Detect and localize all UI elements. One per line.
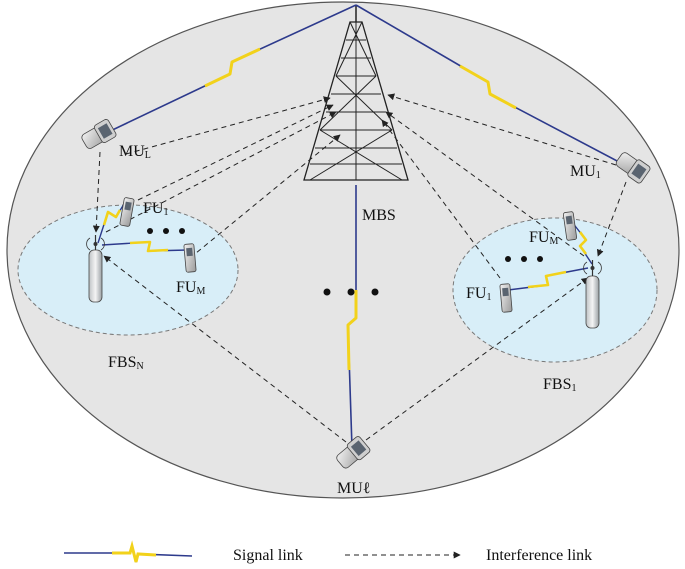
interference-links [92, 93, 627, 443]
mbs-label: MBS [362, 207, 396, 224]
interference-mu1-fbs1 [596, 181, 627, 257]
fbs-1-antenna-icon [583, 260, 602, 329]
interference-mul-fbsn [92, 151, 101, 233]
mu-ell-phone-icon [336, 436, 371, 469]
mu-ell-label: MUℓ [337, 480, 371, 497]
legend: Signal link Interference link [64, 540, 592, 564]
fum-right-phone-icon [562, 211, 578, 241]
legend-signal-swatch [64, 540, 193, 563]
interference-fu1left-mbs [137, 104, 334, 201]
fum-left-phone-icon [183, 243, 197, 273]
fbs-n-label: FBSN [108, 354, 144, 372]
mu-l-phone-icon [81, 119, 117, 149]
interference-fu1right-mbs [381, 119, 501, 279]
ellipsis-dots-left-cell [147, 228, 185, 234]
fu1-left-phone-icon [119, 197, 135, 227]
mu-1-label: MU1 [570, 163, 601, 181]
ellipsis-dots-center [323, 288, 379, 296]
fbs-1-label: FBS1 [543, 376, 576, 394]
fbs-n-antenna-icon [86, 235, 105, 303]
interference-fbsn-mbs [105, 111, 337, 233]
ellipsis-dots-right-cell [505, 256, 543, 262]
fu1-right-phone-icon [499, 283, 513, 313]
legend-interference-label: Interference link [486, 547, 592, 564]
fum-right-label: FUM [529, 229, 558, 247]
interference-muell-fbsn [103, 255, 347, 443]
mu-1-phone-icon [615, 152, 651, 184]
macro-cell-area [6, 1, 680, 499]
fum-left-label: FUM [176, 279, 205, 297]
interference-fbs1-mbs [385, 111, 585, 257]
interference-muell-fbs1 [365, 277, 589, 441]
mu-l-label: MUL [119, 143, 151, 161]
fu1-left-label: FU1 [143, 200, 168, 218]
femto-cell-right [452, 217, 658, 363]
fu1-right-label: FU1 [466, 285, 491, 303]
legend-signal-label: Signal link [233, 547, 303, 564]
femto-cell-left [17, 204, 239, 336]
interference-mu1-mbs [387, 93, 617, 166]
signal-links [97, 4, 639, 449]
